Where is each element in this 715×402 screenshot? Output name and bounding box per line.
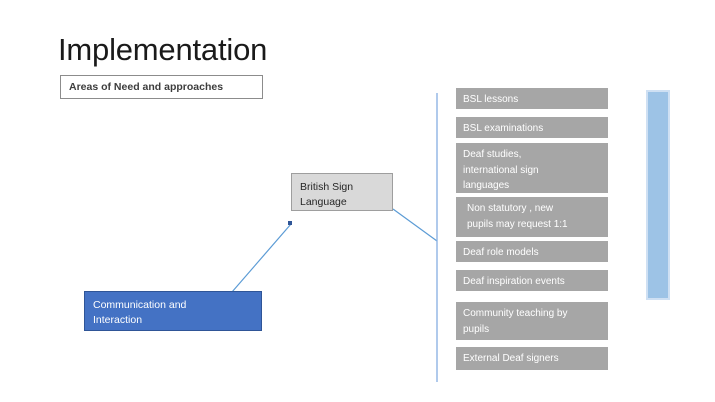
leaf-line: Non statutory , new xyxy=(467,203,554,214)
leaf-line: languages xyxy=(463,180,510,191)
root-node-line-2: Interaction xyxy=(93,314,143,327)
leaf-line: BSL examinations xyxy=(463,123,544,134)
subtitle-box: Areas of Need and approaches xyxy=(60,75,263,99)
leaf-box[interactable]: Community teaching by pupils xyxy=(456,302,608,340)
root-node-line-1: Communication and xyxy=(93,299,187,311)
leaf-box[interactable]: Deaf inspiration events xyxy=(456,270,608,291)
leaf-line: Community teaching by xyxy=(463,308,568,319)
leaf-box[interactable]: BSL examinations xyxy=(456,117,608,138)
leaf-box[interactable]: BSL lessons xyxy=(456,88,608,109)
mid-node-line-2: Language xyxy=(300,196,347,209)
leaf-line: BSL lessons xyxy=(463,94,519,105)
connector-root-to-mid-endpoint xyxy=(288,221,292,225)
mid-node-line-1: British Sign xyxy=(300,181,354,193)
connector-root-to-mid xyxy=(231,223,292,293)
connector-mid-to-branch xyxy=(392,208,438,242)
leaf-box[interactable]: Non statutory , new pupils may request 1… xyxy=(456,197,608,237)
leaf-box[interactable]: Deaf role models xyxy=(456,241,608,262)
blue-accent-bar[interactable] xyxy=(646,90,670,300)
leaf-line: international sign xyxy=(463,164,539,176)
leaf-line: External Deaf signers xyxy=(463,353,559,364)
leaf-box[interactable]: External Deaf signers xyxy=(456,347,608,370)
node-british-sign-language[interactable]: British Sign Language xyxy=(291,173,393,211)
leaf-line: Deaf inspiration events xyxy=(463,276,565,287)
leaf-line: pupils xyxy=(463,323,490,335)
leaf-line: Deaf role models xyxy=(463,247,539,258)
subtitle-label: Areas of Need and approaches xyxy=(69,81,224,93)
leaf-line: pupils may request 1:1 xyxy=(467,218,568,230)
leaf-line: Deaf studies, xyxy=(463,149,522,160)
leaf-box[interactable]: Deaf studies, international sign languag… xyxy=(456,143,608,193)
page-title: Implementation xyxy=(58,32,268,67)
node-communication-and-interaction[interactable]: Communication and Interaction xyxy=(84,291,262,331)
